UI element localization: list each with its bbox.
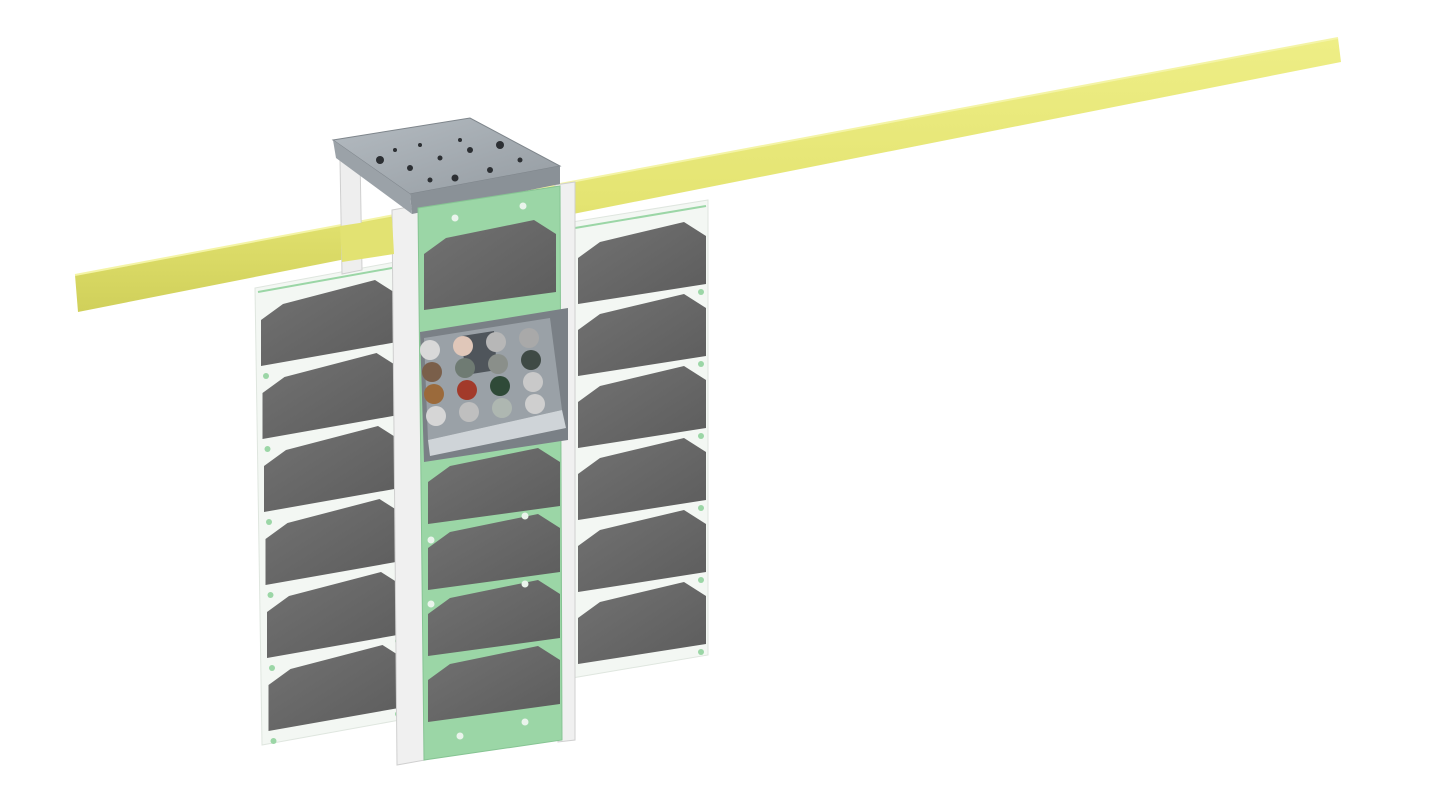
sample-well	[426, 406, 446, 426]
sample-well	[521, 350, 541, 370]
panel-screw	[698, 649, 704, 655]
pcb-screw	[519, 202, 527, 210]
sample-well	[523, 372, 543, 392]
panel-screw	[270, 738, 277, 744]
payload-window	[420, 308, 568, 462]
mounting-hole	[393, 148, 397, 152]
pcb-screw	[521, 512, 529, 520]
solar-cell	[261, 280, 397, 366]
panel-screw	[267, 592, 274, 598]
panel-screw	[698, 505, 704, 511]
top-plate	[331, 117, 562, 214]
pcb-screw	[456, 732, 464, 740]
pcb-screw	[521, 580, 529, 588]
solar-cell	[264, 426, 400, 512]
solar-cell	[578, 582, 706, 664]
left-solar-panel	[254, 261, 405, 746]
sample-well	[459, 402, 479, 422]
solar-cell	[578, 294, 706, 376]
sample-well	[486, 332, 506, 352]
solar-cell	[578, 222, 706, 304]
mounting-hole	[418, 143, 422, 147]
solar-cell	[428, 646, 560, 722]
mounting-hole	[437, 155, 443, 161]
panel-screw	[263, 373, 269, 379]
solar-cell	[265, 499, 402, 585]
mounting-hole	[487, 167, 493, 173]
solar-cell	[428, 514, 560, 590]
sample-well	[424, 384, 444, 404]
sample-well	[490, 376, 510, 396]
solar-cell	[428, 448, 560, 524]
sample-well	[525, 394, 545, 414]
sample-well	[488, 354, 508, 374]
sample-well	[420, 340, 440, 360]
mounting-hole	[458, 138, 462, 142]
pcb-screw	[427, 536, 435, 544]
mounting-hole	[407, 165, 413, 171]
mounting-hole	[467, 147, 473, 153]
sample-well	[453, 336, 473, 356]
mounting-hole	[517, 157, 523, 163]
panel-screw	[698, 289, 704, 295]
front-solar-cells	[424, 202, 560, 740]
panel-screw	[269, 665, 275, 671]
mounting-hole	[451, 174, 459, 182]
panel-screw	[264, 446, 271, 452]
sample-well	[492, 398, 512, 418]
solar-cell	[578, 510, 706, 592]
payload-samples	[420, 328, 545, 426]
right-solar-panel	[571, 199, 709, 679]
sample-well	[457, 380, 477, 400]
solar-cell	[578, 366, 706, 448]
mounting-hole	[496, 141, 504, 149]
solar-cell	[268, 645, 405, 731]
right-solar-cells	[578, 222, 706, 664]
left-solar-cells	[261, 280, 405, 744]
pcb-screw	[451, 214, 459, 222]
mounting-hole	[427, 177, 433, 183]
pcb-screw	[427, 600, 435, 608]
solar-cell	[424, 220, 556, 310]
sample-well	[422, 362, 442, 382]
panel-screw	[266, 519, 272, 525]
front-pcb	[417, 185, 563, 761]
sample-well	[455, 358, 475, 378]
solar-cell	[262, 353, 399, 439]
solar-cell	[428, 580, 560, 656]
sample-well	[519, 328, 539, 348]
panel-screw	[698, 433, 704, 439]
top-plate-holes	[376, 138, 523, 183]
panel-screw	[698, 577, 704, 583]
mounting-hole	[376, 156, 384, 164]
panel-screw	[698, 361, 704, 367]
pcb-screw	[521, 718, 529, 726]
solar-cell	[578, 438, 706, 520]
solar-cell	[267, 572, 403, 658]
